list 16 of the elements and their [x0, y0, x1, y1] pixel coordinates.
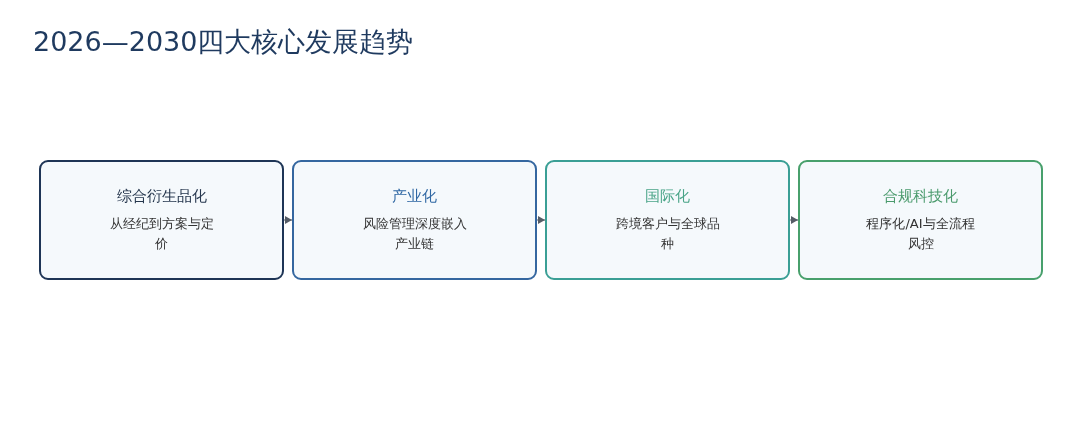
diagram-title: 2026—2030四大核心发展趋势: [33, 25, 414, 59]
arrow: [283, 216, 293, 224]
card-description: 程序化/AI与全流程风控: [865, 215, 976, 253]
trend-card: [545, 160, 790, 280]
card-description: 风险管理深度嵌入产业链: [361, 215, 468, 253]
arrow: [789, 216, 799, 224]
card-title: 合规科技化: [883, 186, 958, 206]
card-description: 从经纪到方案与定价: [108, 215, 215, 253]
trend-card: [292, 160, 537, 280]
card-title: 综合衍生品化: [116, 186, 207, 206]
arrow: [536, 216, 546, 224]
trend-card: [798, 160, 1043, 280]
card-title: 国际化: [645, 186, 690, 206]
card-description: 跨境客户与全球品种: [614, 215, 721, 253]
trend-card: [39, 160, 284, 280]
card-title: 产业化: [392, 186, 437, 206]
